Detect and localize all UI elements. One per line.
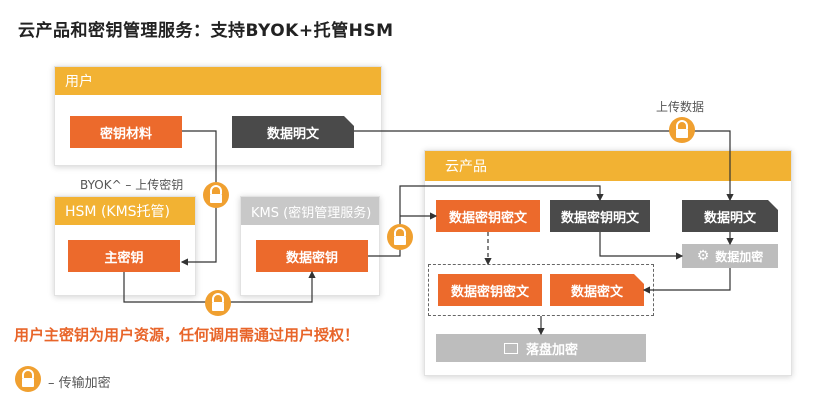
data-key-box: 数据密钥 (256, 240, 368, 272)
data-key-cipher-box: 数据密钥密文 (436, 200, 540, 232)
stored-data-key-cipher-box: 数据密钥密文 (438, 274, 542, 306)
data-encrypt-label: 数据加密 (715, 249, 764, 264)
data-key-plain-box: 数据密钥明文 (550, 200, 650, 232)
lock-icon (203, 182, 229, 208)
storage-icon (503, 342, 518, 354)
byok-label: BYOK^ – 上传密钥 (80, 178, 184, 192)
lock-icon (669, 117, 695, 143)
diagram-title: 云产品和密钥管理服务：支持BYOK+托管HSM (18, 21, 394, 41)
legend-label: – 传输加密 (48, 376, 111, 391)
disk-encrypt-label: 落盘加密 (525, 342, 578, 358)
upload-data-label: 上传数据 (656, 100, 705, 114)
data-cipher-box: 数据密文 (550, 274, 644, 306)
disk-encrypt-box: 落盘加密 (436, 334, 646, 362)
warning-text: 用户主密钥为用户资源，任何调用需通过用户授权！ (14, 326, 360, 344)
lock-icon (205, 290, 231, 316)
key-material-box: 密钥材料 (70, 116, 182, 148)
cloud-panel-header: 云产品 (425, 151, 791, 181)
user-panel-header: 用户 (55, 67, 381, 95)
hsm-panel-header: HSM (KMS托管) (55, 197, 195, 225)
master-key-box: 主密钥 (68, 240, 180, 272)
kms-panel-header: KMS (密钥管理服务) (241, 197, 379, 225)
legend-lock-icon (15, 366, 41, 392)
gear-icon: ⚙ (696, 248, 710, 264)
lock-icon (387, 224, 413, 250)
user-plaintext-data-box: 数据明文 (232, 116, 354, 148)
data-encrypt-box: ⚙ 数据加密 (682, 244, 778, 268)
cloud-plaintext-data-box: 数据明文 (682, 200, 778, 232)
